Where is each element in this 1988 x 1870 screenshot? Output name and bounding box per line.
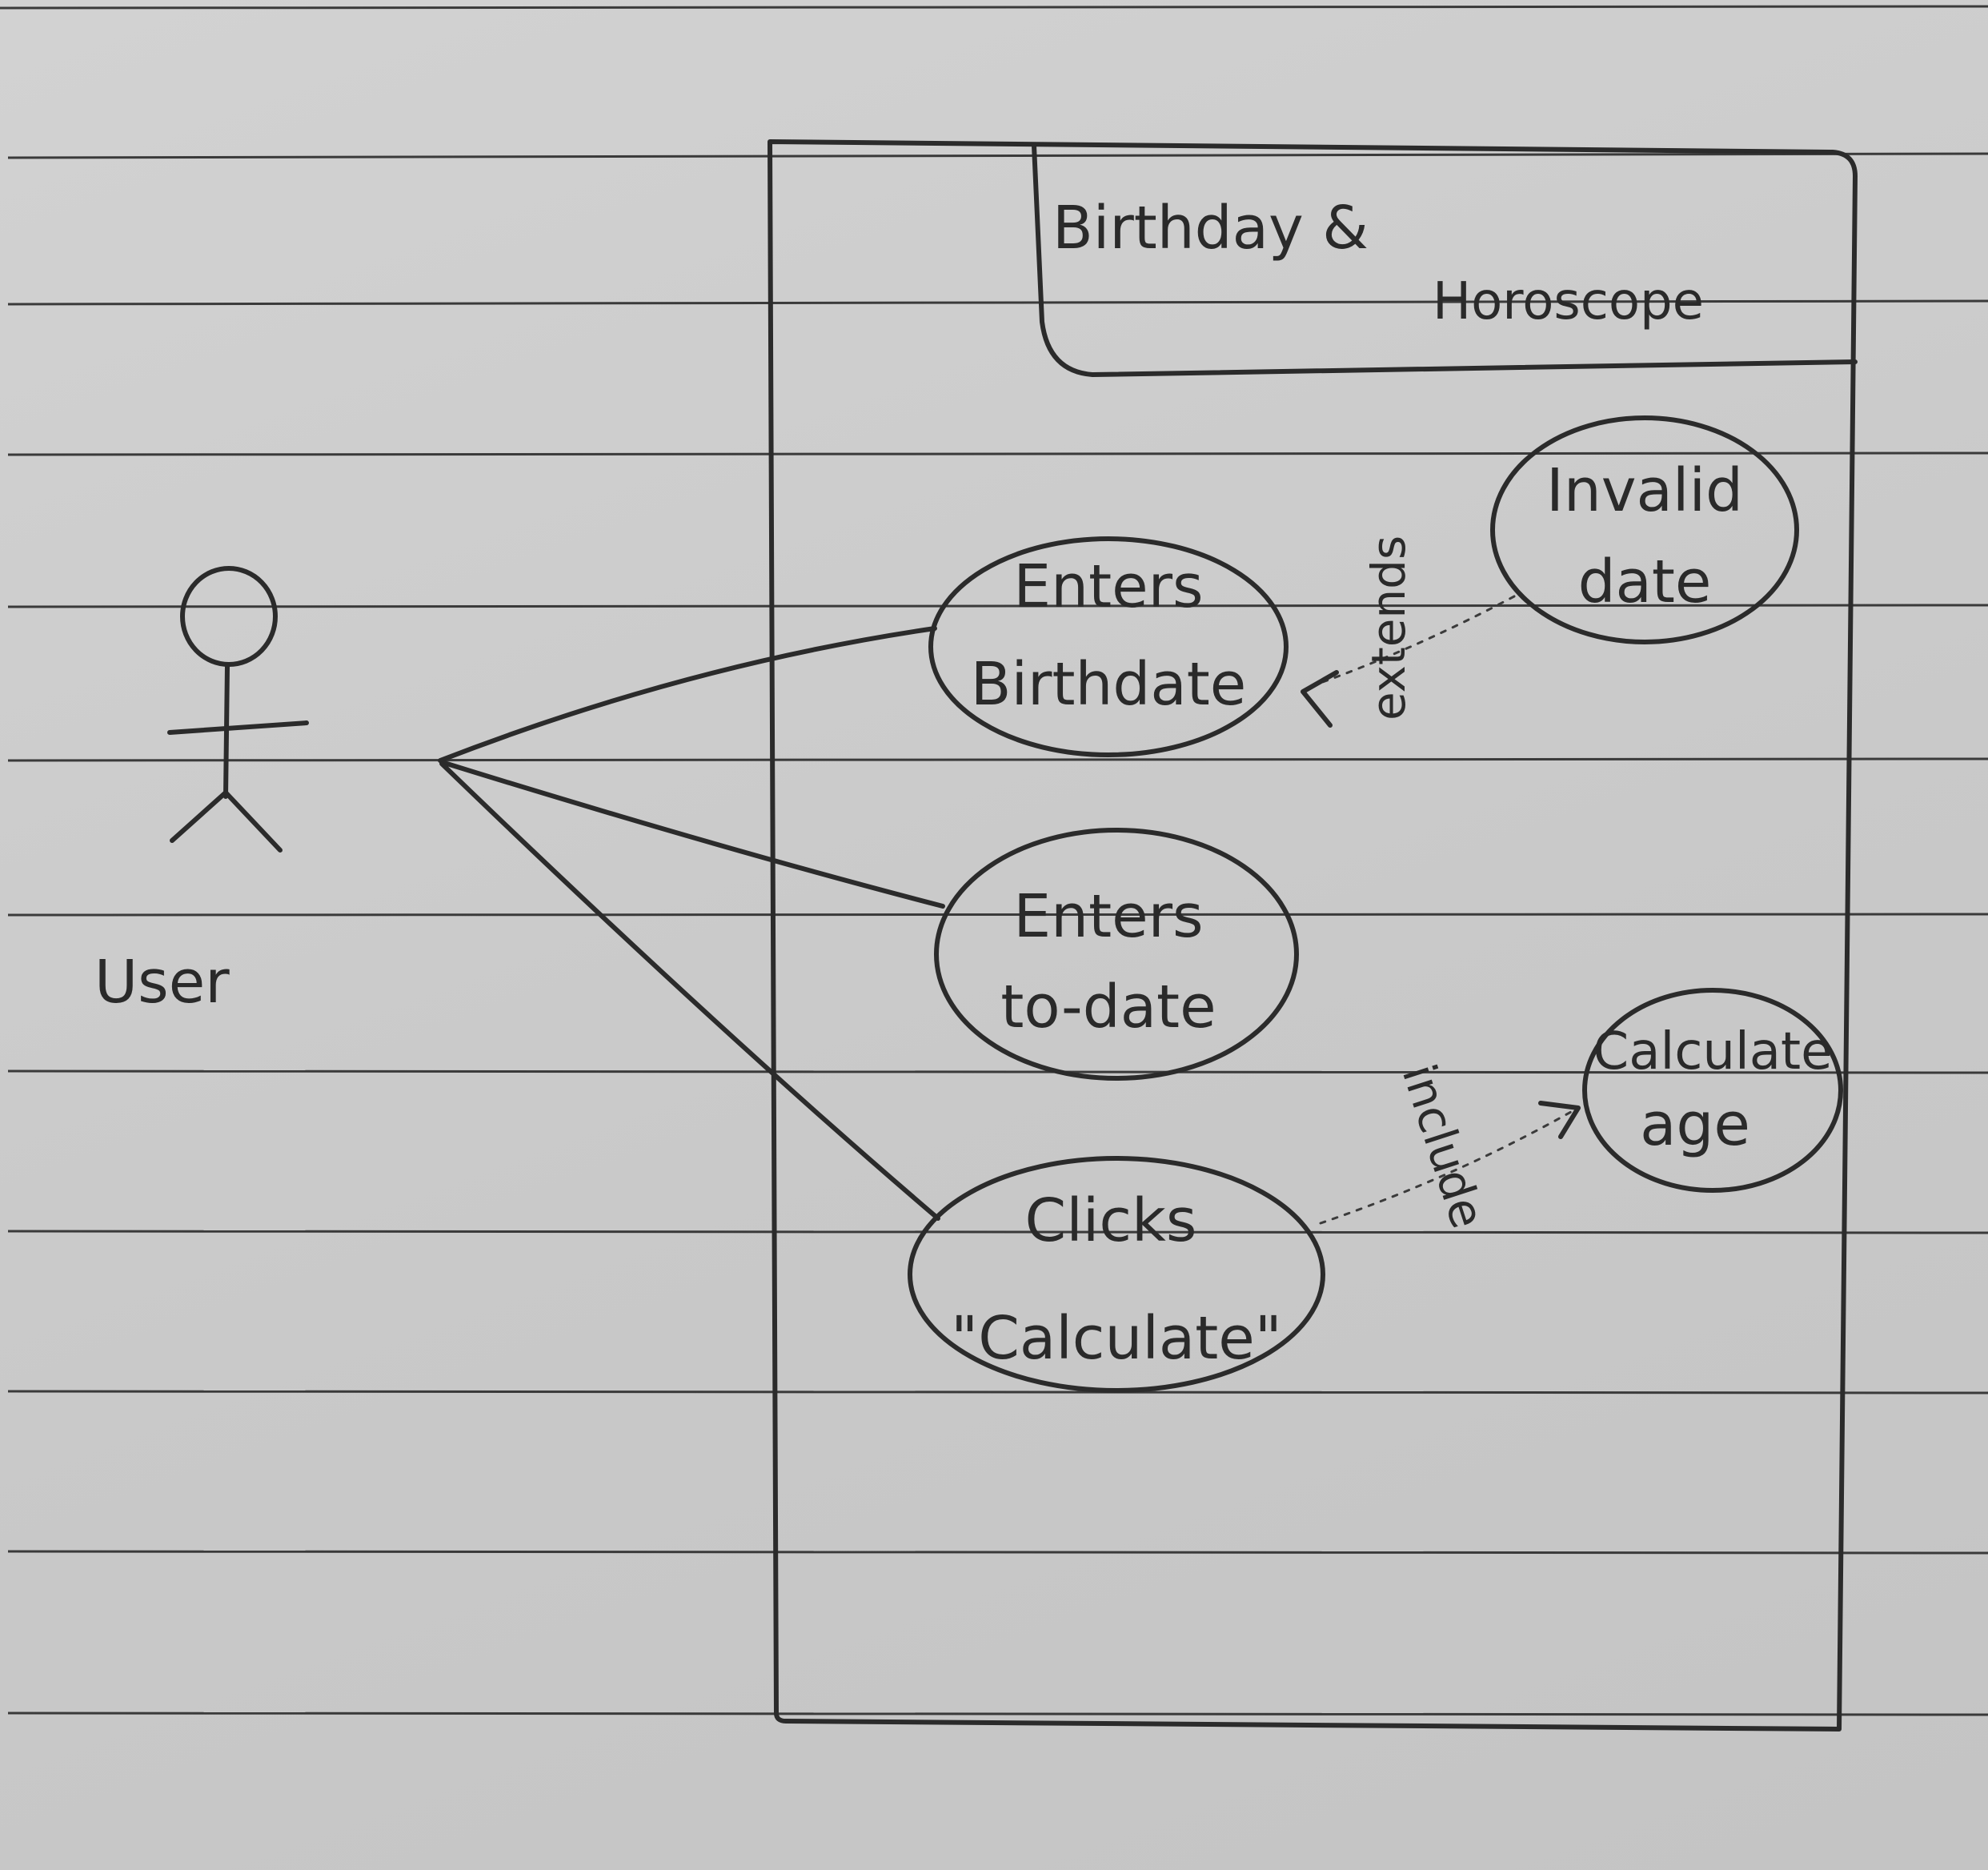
- include-arrowhead: [1538, 1101, 1581, 1139]
- association-clicks-calculate: [439, 761, 940, 1221]
- system-name-tab: [1032, 143, 1858, 377]
- use-case-invalid-date-line2: date: [1578, 548, 1712, 616]
- extends-arrowhead: [1301, 670, 1339, 728]
- associations: [438, 626, 945, 1221]
- use-case-enters-to-date-line1: Enters: [1013, 882, 1203, 951]
- use-case-enters-birthdate-line1: Enters: [1013, 552, 1203, 621]
- system-title-line2: Horoscope: [1433, 272, 1704, 331]
- use-case-calculate-age-line2: age: [1640, 1090, 1750, 1159]
- use-case-clicks-calculate: Clicks "Calculate": [908, 1156, 1325, 1393]
- use-case-enters-to-date-line2: to-date: [1000, 973, 1216, 1041]
- use-case-calculate-age: Calculate age: [1582, 988, 1843, 1193]
- association-enters-birthdate: [438, 626, 937, 763]
- include-relation: [1319, 1101, 1581, 1225]
- use-case-enters-birthdate-line2: Birthdate: [971, 650, 1247, 719]
- extends-label: extends: [1361, 536, 1416, 720]
- use-case-clicks-calculate-line1: Clicks: [1025, 1186, 1197, 1255]
- use-case-invalid-date: Invalid date: [1490, 415, 1799, 644]
- ruled-lines: [0, 5, 1988, 1716]
- use-case-clicks-calculate-line2: "Calculate": [951, 1304, 1282, 1373]
- include-label: include: [1392, 1057, 1496, 1234]
- use-case-calculate-age-line1: Calculate: [1593, 1022, 1833, 1081]
- system-title-line1: Birthday &: [1052, 194, 1369, 263]
- system-boundary: [768, 139, 1858, 1732]
- use-case-invalid-date-line1: Invalid: [1546, 456, 1743, 525]
- association-enters-to-date: [439, 760, 945, 909]
- use-case-enters-birthdate: Enters Birthdate: [928, 536, 1289, 757]
- extends-relation: [1301, 595, 1516, 728]
- actor-label: User: [94, 948, 230, 1017]
- use-case-enters-to-date: Enters to-date: [934, 828, 1299, 1081]
- actor-stick-figure: [167, 566, 309, 853]
